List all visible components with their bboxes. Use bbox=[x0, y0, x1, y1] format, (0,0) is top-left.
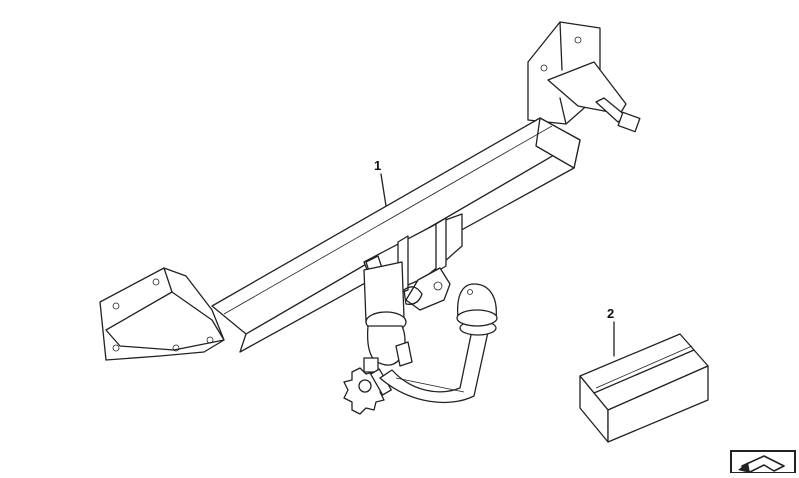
right-mounting-bracket bbox=[527, 21, 641, 133]
parts-box: 2 bbox=[579, 306, 709, 443]
swivel-housing bbox=[363, 261, 413, 367]
callout-1-leader bbox=[380, 173, 387, 207]
fold-arrow-icon[interactable] bbox=[730, 450, 796, 474]
left-mounting-bracket bbox=[99, 267, 225, 361]
callout-2-label: 2 bbox=[607, 306, 614, 321]
callout-1-label: 1 bbox=[374, 158, 381, 173]
tow-bar-assembly: 1 bbox=[99, 21, 641, 415]
hand-wheel bbox=[343, 357, 392, 415]
ball-arm bbox=[379, 283, 498, 404]
